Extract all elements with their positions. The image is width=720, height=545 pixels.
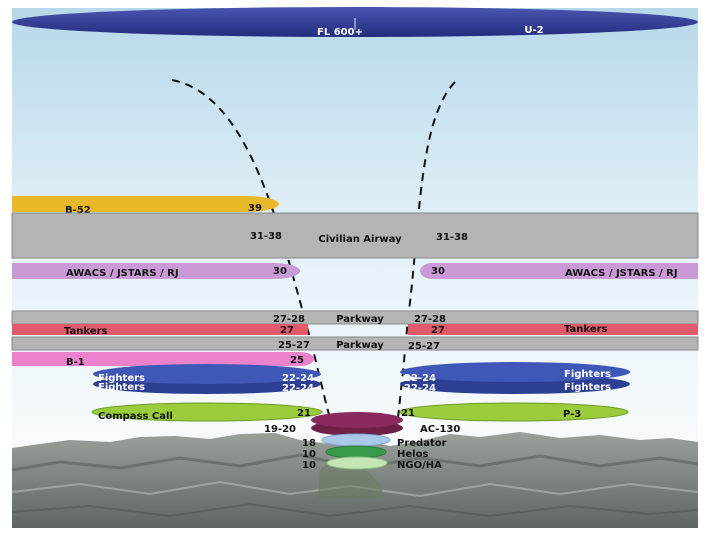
ngo-ha-label: NGO/HA xyxy=(397,460,442,471)
tankers-band-left: Tankers 27 xyxy=(12,324,308,337)
civilian-airway-band: Civilian Airway 31-38 31-38 xyxy=(11,212,699,259)
tankers-altitude-left: 27 xyxy=(280,325,294,336)
tankers-label-right: Tankers xyxy=(564,324,607,335)
predator-label: Predator xyxy=(397,438,447,449)
b1-band: B-1 25 xyxy=(12,352,314,368)
awacs-band-left: AWACS / JSTARS / RJ 30 xyxy=(12,263,300,279)
fighters-left-label-1: Fighters xyxy=(98,373,145,384)
ac130-altitude: 19-20 xyxy=(264,424,296,435)
civilian-airway-alt-left: 31-38 xyxy=(250,231,282,242)
u2-label: U-2 xyxy=(524,25,543,36)
b1-altitude: 25 xyxy=(290,355,304,366)
tankers-band-right: Tankers 27 xyxy=(408,324,698,336)
ngo-ha-disc: NGO/HA 10 xyxy=(302,456,442,471)
b52-altitude: 39 xyxy=(248,203,262,214)
compass-call-altitude: 21 xyxy=(297,408,311,419)
fighters-band-left: Fighters Fighters 22-24 22-24 xyxy=(93,364,321,394)
parkway-lower-alt-left: 25-27 xyxy=(278,340,310,351)
p3-band: P-3 21 xyxy=(399,402,629,422)
tankers-altitude-right: 27 xyxy=(431,325,445,336)
awacs-label-left: AWACS / JSTARS / RJ xyxy=(66,268,179,279)
fighters-band-right: Fighters Fighters 22-24 22-24 xyxy=(400,362,630,394)
tankers-label-left: Tankers xyxy=(64,326,107,337)
parkway-lower-alt-right: 25-27 xyxy=(408,341,440,352)
awacs-altitude-right: 30 xyxy=(431,266,445,277)
parkway-upper-band: Parkway 27-28 27-28 xyxy=(11,310,699,325)
parkway-upper-alt-right: 27-28 xyxy=(414,314,446,325)
helos-altitude: 10 xyxy=(302,449,316,460)
parkway-upper-label: Parkway xyxy=(336,314,384,325)
parkway-lower-band: Parkway 25-27 25-27 xyxy=(11,336,699,352)
compass-call-label: Compass Call xyxy=(98,411,173,422)
awacs-label-right: AWACS / JSTARS / RJ xyxy=(565,268,678,279)
awacs-band-right: AWACS / JSTARS / RJ 30 xyxy=(420,263,698,279)
b52-label: B-52 xyxy=(65,205,91,216)
fighters-right-alt-2: 22-24 xyxy=(404,383,436,394)
fl600-band: FL 600+ U-2 xyxy=(12,7,698,38)
ngo-ha-altitude: 10 xyxy=(302,460,316,471)
parkway-upper-alt-left: 27-28 xyxy=(273,314,305,325)
parkway-lower-label: Parkway xyxy=(336,340,384,351)
civilian-airway-alt-right: 31-38 xyxy=(436,232,468,243)
p3-label: P-3 xyxy=(563,409,581,420)
b1-label: B-1 xyxy=(66,357,85,368)
predator-altitude: 18 xyxy=(302,438,316,449)
ac130-label: AC-130 xyxy=(420,424,460,435)
fighters-left-label-2: Fighters xyxy=(98,382,145,393)
fighters-right-label-1: Fighters xyxy=(564,369,611,380)
fighters-right-label-2: Fighters xyxy=(564,382,611,393)
fighters-left-alt-2: 22-24 xyxy=(282,383,314,394)
ac130-disc: AC-130 19-20 xyxy=(264,412,460,436)
predator-disc: Predator 18 xyxy=(302,433,447,449)
awacs-altitude-left: 30 xyxy=(273,266,287,277)
b52-band: B-52 39 xyxy=(12,196,279,216)
fighters-right-alt-1: 22-24 xyxy=(404,373,436,384)
p3-altitude: 21 xyxy=(401,408,415,419)
fighters-left-alt-1: 22-24 xyxy=(282,373,314,384)
compass-call-band: Compass Call 21 xyxy=(91,402,323,422)
civilian-airway-label: Civilian Airway xyxy=(318,234,402,245)
helos-label: Helos xyxy=(397,449,428,460)
fl600-label: FL 600+ xyxy=(317,27,363,38)
